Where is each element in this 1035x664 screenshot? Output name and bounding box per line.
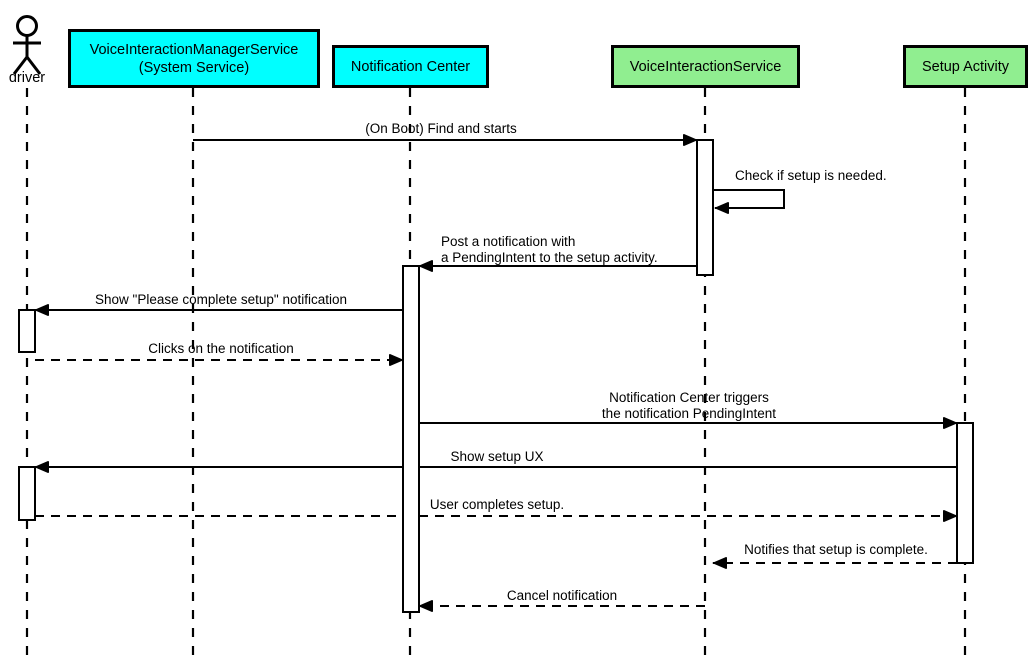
participant-label-line-1: VoiceInteractionManagerService xyxy=(89,41,299,58)
message-label-8: User completes setup. xyxy=(429,497,565,512)
arrowhead-8 xyxy=(943,510,957,522)
participant-box-notification-center[interactable]: Notification Center xyxy=(332,45,489,88)
arrowhead-10 xyxy=(419,600,433,612)
message-label-5: Clicks on the notification xyxy=(148,341,294,356)
message-label-3: Post a notification with a PendingIntent… xyxy=(441,234,658,265)
arrowhead-5 xyxy=(389,354,403,366)
message-label-6: Notification Center triggers the notific… xyxy=(601,390,777,421)
actor-label-driver: driver xyxy=(8,70,46,86)
arrowhead-9 xyxy=(713,557,727,569)
message-label-2: Check if setup is needed. xyxy=(735,168,887,183)
activations-layer xyxy=(18,139,974,613)
arrowhead-1 xyxy=(683,134,697,146)
arrowhead-7 xyxy=(35,461,49,473)
arrowhead-6 xyxy=(943,417,957,429)
activation-bar-notification_center-1 xyxy=(402,265,420,613)
participant-box-voiceinteractionservice[interactable]: VoiceInteractionService xyxy=(611,45,800,88)
participant-label-line-2: (System Service) xyxy=(138,59,250,76)
message-label-7: Show setup UX xyxy=(450,449,544,464)
messages-layer xyxy=(34,134,958,612)
message-label-4: Show "Please complete setup" notificatio… xyxy=(95,292,347,307)
message-label-10: Cancel notification xyxy=(506,588,618,603)
participant-label: Notification Center xyxy=(350,58,471,75)
participant-label: Setup Activity xyxy=(921,58,1010,75)
participant-label: VoiceInteractionService xyxy=(629,58,782,75)
arrowhead-3 xyxy=(419,260,433,272)
message-label-1: (On Boot) Find and starts xyxy=(365,121,517,136)
arrowhead-4 xyxy=(35,304,49,316)
activation-bar-vis-0 xyxy=(696,139,714,276)
activation-bar-setup_activity-3 xyxy=(956,422,974,564)
arrowheads-layer xyxy=(35,134,957,612)
message-arrow-2 xyxy=(713,189,785,214)
activation-bar-driver-2 xyxy=(18,309,36,353)
activation-bar-driver-4 xyxy=(18,466,36,521)
arrowhead-2 xyxy=(715,202,729,214)
participant-box-setup-activity[interactable]: Setup Activity xyxy=(903,45,1028,88)
message-label-9: Notifies that setup is complete. xyxy=(744,542,928,557)
actor-figure xyxy=(12,15,42,75)
participant-box-vims[interactable]: VoiceInteractionManagerService (System S… xyxy=(68,29,320,88)
